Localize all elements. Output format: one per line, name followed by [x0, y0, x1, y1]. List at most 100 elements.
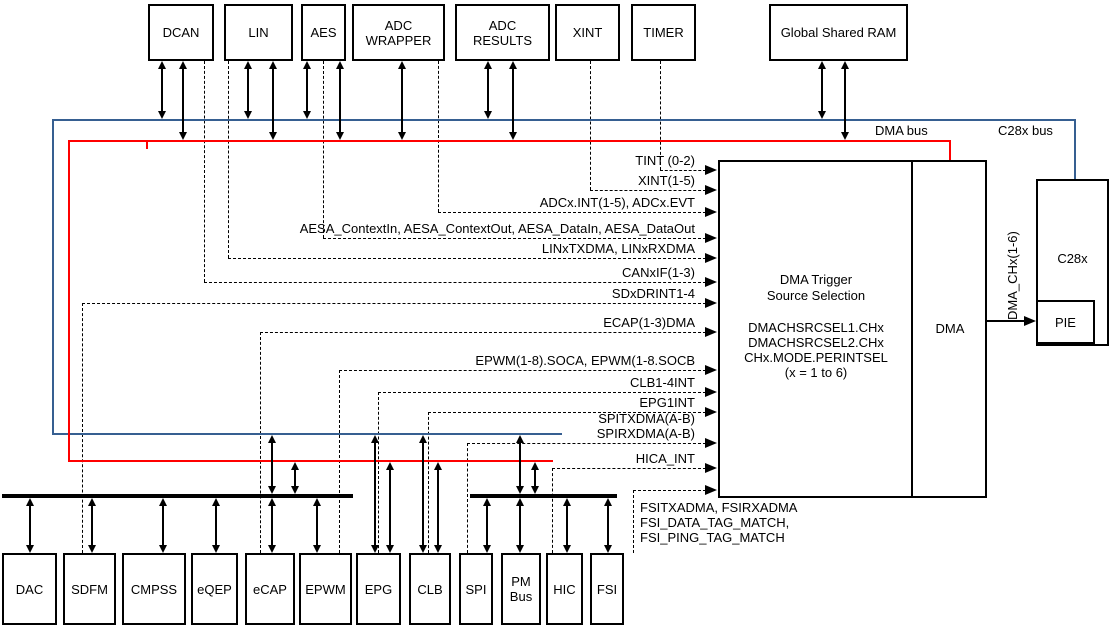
arrow-bar-hic: [563, 498, 571, 553]
signal-label-ecap: ECAP(1-3)DMA: [603, 315, 695, 330]
dash-ecap-row: [260, 332, 261, 553]
arrow-bar-epwm: [313, 498, 321, 553]
signal-label-epwm: EPWM(1-8).SOCA, EPWM(1-8.SOCB: [475, 353, 695, 368]
row-tint: [660, 170, 706, 171]
fsi-line3: FSI_PING_TAG_MATCH: [640, 530, 785, 545]
rowhead-epg: [705, 407, 717, 417]
dma-pane-label: DMA: [935, 321, 965, 336]
arrow-c28xbus-clb: [419, 435, 427, 553]
block-epwm: EPWM: [299, 553, 352, 625]
dma-bus-line-right: [949, 140, 951, 161]
arrow-bar-sdfm: [88, 498, 96, 553]
block-adc-wrapper: ADC WRAPPER: [352, 4, 445, 61]
dash-aes-aesa: [323, 61, 324, 238]
block-eqep: eQEP: [191, 553, 238, 625]
signal-label-can: CANxIF(1-3): [622, 265, 695, 280]
rowhead-aesa: [705, 233, 717, 243]
arrow-dmabus-barleft: [291, 462, 299, 494]
dma-bus-line-bottom: [68, 460, 553, 462]
signal-label-hica: HICA_INT: [635, 451, 695, 466]
block-c28x: C28x: [1036, 179, 1109, 346]
row-ecap: [260, 332, 706, 333]
dash-fsi-row: [633, 490, 634, 553]
rowhead-hic: [705, 463, 717, 473]
dma-bus-line-top: [68, 140, 951, 142]
arrow-aes-dmabus: [336, 61, 344, 140]
rowhead-spi: [705, 438, 717, 448]
c28x-bus-line-right: [1074, 119, 1076, 180]
rowhead-xint: [705, 185, 717, 195]
dash-hic-row: [552, 468, 553, 553]
signal-label-fsi: FSITXADMA, FSIRXADMA FSI_DATA_TAG_MATCH,…: [640, 500, 797, 545]
trigger-reg1: DMACHSRCSEL1.CHx: [748, 320, 884, 335]
block-xint: XINT: [555, 4, 620, 61]
signal-label-adc: ADCx.INT(1-5), ADCx.EVT: [539, 195, 695, 210]
c28x-bus-line-left: [52, 119, 54, 435]
block-adc-results: ADC RESULTS: [455, 4, 550, 61]
signal-label-epg: EPG1INT: [639, 395, 695, 410]
arrow-lin-c28xbus: [244, 61, 252, 119]
row-sdx: [82, 303, 706, 304]
peripheral-bus-bar-right: [470, 494, 617, 498]
row-aesa: [323, 238, 706, 239]
arrow-dcan-dmabus: [179, 61, 187, 140]
signal-label-spirx: SPIRXDMA(A-B): [596, 426, 695, 441]
dash-lin-linxdma: [228, 61, 229, 258]
rowhead-fsi: [705, 485, 717, 495]
arrow-adcresults-c28xbus: [484, 61, 492, 119]
block-cmpss: CMPSS: [122, 553, 186, 625]
block-pie: PIE: [1036, 300, 1095, 344]
rowhead-sdx: [705, 298, 717, 308]
arrow-bar-pmbus: [516, 498, 524, 553]
dma-to-pie-arrowhead: [1024, 316, 1036, 326]
arrow-c28xbus-epg: [371, 435, 379, 553]
dash-xint: [590, 61, 591, 190]
row-lin: [228, 258, 706, 259]
signal-label-tint: TINT (0-2): [635, 153, 695, 168]
arrow-bar-fsi: [604, 498, 612, 553]
block-epg: EPG: [356, 553, 401, 625]
rowhead-can: [705, 277, 717, 287]
dma-to-pie-line: [987, 320, 1026, 322]
signal-label-lin: LINxTXDMA, LINxRXDMA: [541, 241, 695, 256]
block-fsi: FSI: [590, 553, 624, 625]
arrow-dmabus-clb: [434, 462, 442, 553]
signal-label-sdx: SDxDRINT1-4: [611, 286, 695, 301]
row-epg: [428, 412, 706, 413]
arrow-bar-eqep: [212, 498, 220, 553]
row-hic: [552, 468, 706, 469]
block-dma-trigger-source-selection: [718, 160, 987, 498]
arrow-bar-dac: [26, 498, 34, 553]
dma-bus-tick: [146, 140, 148, 149]
signal-label-xint: XINT(1-5): [637, 173, 695, 188]
row-can: [204, 282, 706, 283]
block-lin: LIN: [224, 4, 293, 61]
block-dac: DAC: [2, 553, 57, 625]
trigger-title-line2: Source Selection: [766, 288, 866, 303]
block-ecap: eCAP: [245, 553, 295, 625]
arrow-ram-c28xbus: [818, 61, 826, 119]
row-spi: [467, 443, 706, 444]
block-pm-bus: PM Bus: [501, 553, 541, 625]
trigger-box-divider: [911, 162, 913, 496]
signal-label-spitx: SPITXDMA(A-B): [598, 411, 695, 426]
dash-epg-row: [378, 392, 379, 553]
trigger-box-registers: DMACHSRCSEL1.CHx DMACHSRCSEL2.CHx CHx.MO…: [722, 320, 910, 380]
c28x-bus-label: C28x bus: [998, 123, 1053, 138]
rowhead-epwm: [705, 365, 717, 375]
block-clb: CLB: [409, 553, 451, 625]
arrow-bar-cmpss: [159, 498, 167, 553]
signal-label-aesa: AESA_ContextIn, AESA_ContextOut, AESA_Da…: [299, 221, 695, 236]
arrow-c28xbus-barleft: [268, 435, 276, 494]
rowhead-lin: [705, 253, 717, 263]
arrow-ram-dmabus: [841, 61, 849, 140]
block-sdfm: SDFM: [63, 553, 116, 625]
dash-clb-row: [428, 412, 429, 553]
rowhead-clb: [705, 387, 717, 397]
dma-chx-label: DMA_CHx(1-6): [1005, 231, 1020, 320]
trigger-box-title: DMA Trigger Source Selection: [722, 272, 910, 304]
arrow-dcan-c28xbus: [158, 61, 166, 119]
arrow-bar-ecap: [268, 498, 276, 553]
arrow-dmabus-epg: [386, 462, 394, 553]
